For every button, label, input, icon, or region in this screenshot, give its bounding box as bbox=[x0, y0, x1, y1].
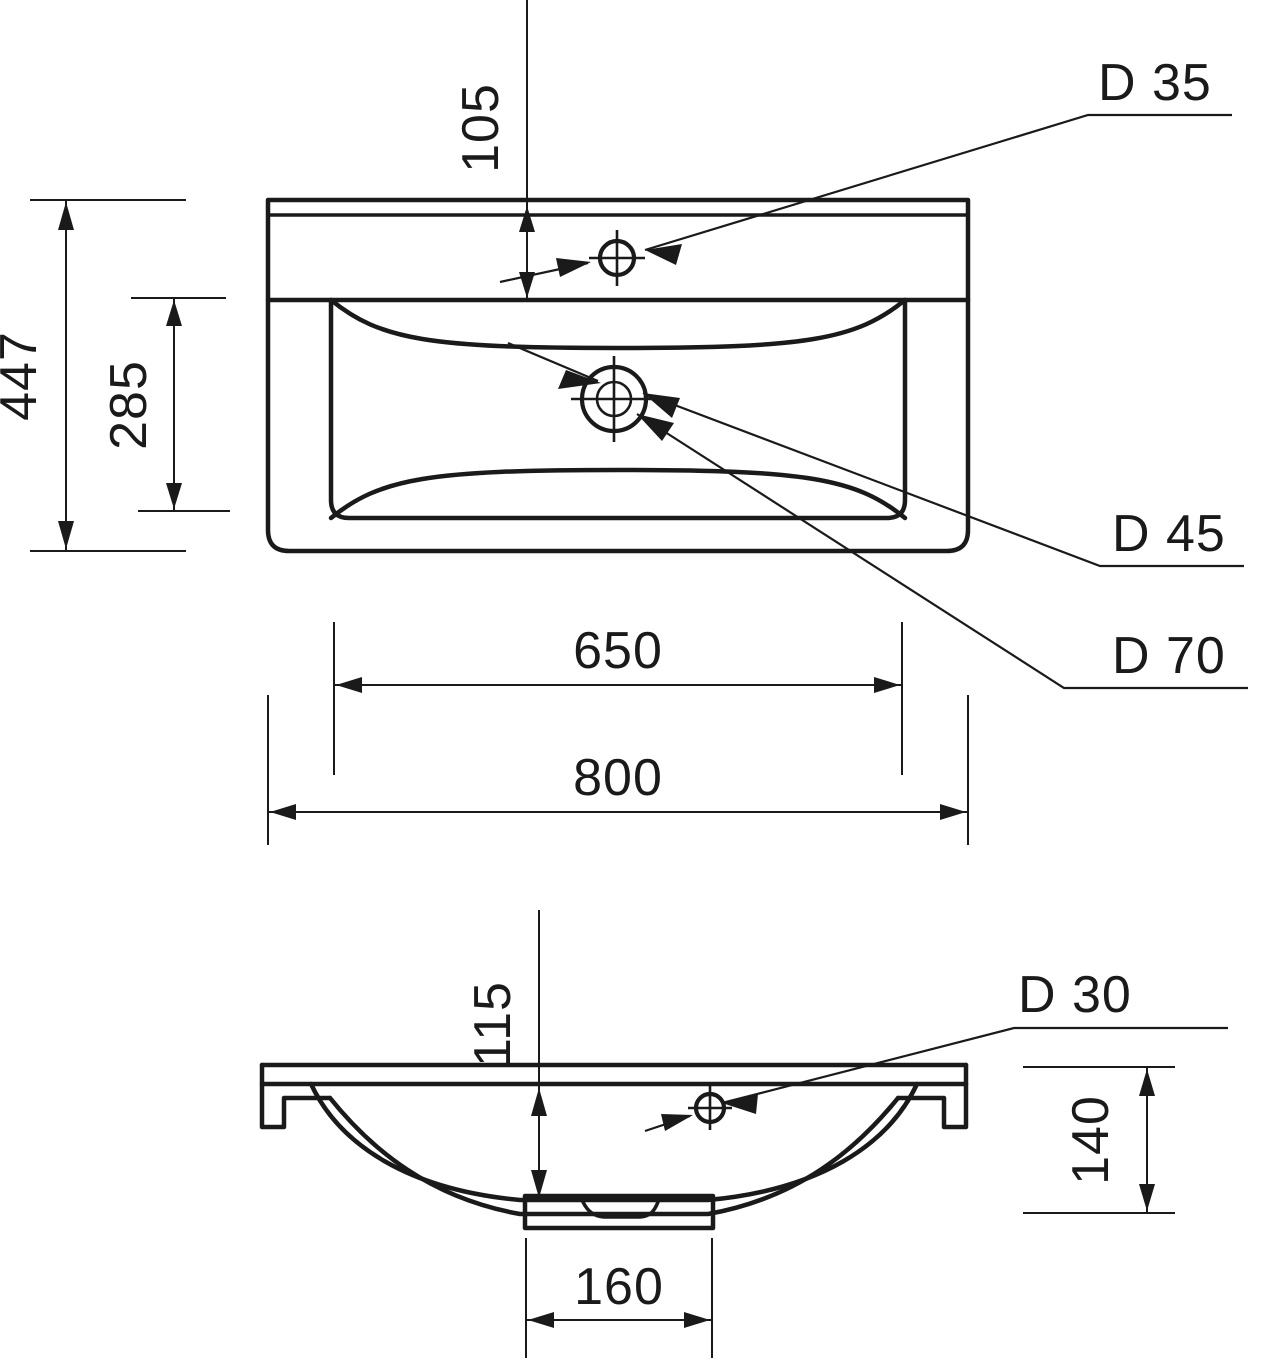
section-bowl-outer-wall bbox=[327, 1095, 901, 1217]
label-d30: D 30 bbox=[1018, 966, 1132, 1024]
dim-140-arrow-top bbox=[1139, 1069, 1155, 1096]
dim-rim-height-140: 140 bbox=[1023, 1066, 1175, 1214]
dim-140-label: 140 bbox=[1062, 1095, 1120, 1185]
dim-800-label: 800 bbox=[573, 749, 663, 807]
dim-overall-depth-447: 447 bbox=[0, 199, 186, 552]
leader-d35-secondary-arrow bbox=[556, 258, 591, 277]
leader-d30-line bbox=[721, 1026, 1228, 1105]
leader-d70: D 70 bbox=[636, 413, 1248, 690]
dim-650-arrow-left bbox=[336, 677, 362, 693]
leader-drain-secondary-arrow bbox=[558, 370, 601, 389]
dim-285-arrow-bottom bbox=[166, 483, 182, 509]
leader-d35-arrow bbox=[645, 244, 682, 265]
section-drain-base bbox=[522, 1193, 716, 1231]
dim-285-label: 285 bbox=[100, 360, 158, 450]
dim-bowl-depth-285: 285 bbox=[100, 297, 230, 512]
dim-115-label: 115 bbox=[464, 981, 522, 1067]
dim-105-arrow-bottom bbox=[519, 272, 535, 298]
dim-115-arrow-bottom bbox=[531, 1170, 547, 1198]
dim-overall-width-800: 800 bbox=[267, 695, 969, 845]
leader-d45-arrow bbox=[643, 393, 680, 418]
dim-800-arrow-left bbox=[270, 804, 296, 820]
dim-447-label: 447 bbox=[0, 331, 48, 421]
dim-160-arrow-left bbox=[528, 1312, 554, 1328]
leader-drain-secondary bbox=[507, 341, 601, 389]
plan-view: 105 447 285 bbox=[0, 0, 1248, 845]
plan-tap-hole bbox=[589, 230, 645, 286]
leader-d45-line bbox=[642, 391, 1244, 568]
label-d70: D 70 bbox=[1112, 627, 1226, 685]
section-drain-recess bbox=[581, 1200, 660, 1219]
plan-bowl-curve-top bbox=[328, 297, 908, 351]
leader-d30-secondary-arrow bbox=[661, 1114, 693, 1131]
leader-d45: D 45 bbox=[642, 391, 1244, 568]
section-view: D 30 115 160 bbox=[259, 910, 1228, 1358]
plan-outer-outline bbox=[265, 197, 971, 554]
dim-115-arrow-top bbox=[531, 1088, 547, 1116]
dim-drain-base-160: 160 bbox=[525, 1238, 713, 1358]
dim-bowl-width-650: 650 bbox=[333, 622, 903, 775]
leader-d30: D 30 bbox=[721, 966, 1228, 1114]
leader-d70-line bbox=[636, 413, 1248, 690]
dim-650-arrow-right bbox=[874, 677, 900, 693]
label-d35: D 35 bbox=[1098, 54, 1212, 112]
leader-d35-secondary bbox=[499, 258, 591, 284]
dim-tap-offset-105: 105 bbox=[452, 0, 535, 300]
section-right-endcap bbox=[895, 1062, 969, 1130]
dim-bowl-depth-115: 115 bbox=[464, 910, 547, 1200]
dim-800-arrow-right bbox=[940, 804, 966, 820]
dim-285-arrow-top bbox=[166, 300, 182, 326]
leader-d35: D 35 bbox=[644, 54, 1232, 265]
dim-160-arrow-right bbox=[684, 1312, 710, 1328]
section-tap-hole bbox=[688, 1086, 732, 1130]
label-d45: D 45 bbox=[1112, 505, 1226, 563]
section-left-endcap bbox=[259, 1062, 333, 1130]
plan-bowl-curve-bottom bbox=[328, 467, 908, 521]
leader-d35-line bbox=[644, 113, 1232, 252]
plan-bowl-rim bbox=[328, 297, 908, 521]
dim-447-arrow-bottom bbox=[58, 521, 74, 549]
dim-160-label: 160 bbox=[574, 1258, 664, 1316]
plan-drain-hole bbox=[571, 356, 657, 442]
dim-447-arrow-top bbox=[58, 202, 74, 230]
dim-140-arrow-bottom bbox=[1139, 1184, 1155, 1211]
dim-650-label: 650 bbox=[573, 622, 663, 680]
leader-d30-secondary bbox=[644, 1114, 693, 1133]
dim-105-arrow-top bbox=[519, 206, 535, 232]
leader-d30-arrow bbox=[722, 1094, 758, 1114]
dim-105-label: 105 bbox=[452, 83, 510, 173]
leader-d70-arrow bbox=[637, 414, 674, 441]
section-bowl-inner-wall bbox=[308, 1081, 920, 1203]
leader-drain-secondary-line bbox=[507, 341, 599, 383]
